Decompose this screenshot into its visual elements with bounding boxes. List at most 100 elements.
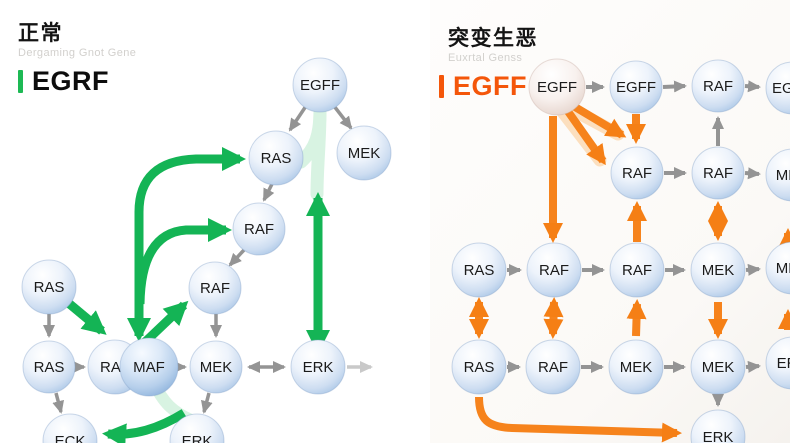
node-label: MAF [133,359,165,376]
node-label: ECK [55,433,86,443]
node-raf: RAF [525,339,581,395]
node-circle [609,242,665,298]
node-circle [765,61,790,115]
node-egff: EGFF [292,57,348,113]
node-circle [292,57,348,113]
node-mek: MEK [690,339,746,395]
node-label: RAF [622,262,652,279]
node-label: RAF [622,165,652,182]
node-label: RAF [538,359,568,376]
node-raf: RAF [526,242,582,298]
node-mek: MEK [765,241,790,295]
node-circle [690,409,746,443]
left-accent-bar [18,70,23,94]
orange-arrow [475,396,682,443]
left-gene-row: EGRF [18,68,136,95]
node-label: MEK [200,359,233,376]
gray-arrow [332,104,353,130]
node-mek: MEK [765,148,790,202]
node-label: ERK [777,355,790,372]
gray-arrow [52,392,65,414]
node-circle [765,241,790,295]
node-circle [691,146,745,200]
node-label: RAS [464,359,495,376]
right-panel-header: 突变生恶 Euxrtal Genss EGFF [439,27,538,102]
gray-arrow [744,80,761,93]
node-circle [451,339,507,395]
node-ras: RAS [451,339,507,395]
nodes-layer: EGFF RAS MEK RAF RAF RAS RAS RAF MAF MEK ERK ECK ERK… [21,57,790,443]
node-raf: RAF [691,146,745,200]
node-circle [451,242,507,298]
node-label: ERK [703,429,734,443]
node-egff: EGFF [765,61,790,115]
node-circle [169,413,225,443]
node-mek: MEK [608,339,664,395]
node-label: RAS [34,359,65,376]
gray-arrow [662,80,687,93]
node-label: ERK [303,359,334,376]
right-accent-bar [439,75,444,99]
node-circle [248,130,304,186]
node-circle [526,242,582,298]
right-gene-label: EGFF [453,71,527,102]
node-label: EGFF [616,79,656,96]
node-maf: MAF [119,337,179,397]
orange-arrow [543,297,564,339]
node-label: RAS [261,150,292,167]
node-label: MEK [702,262,735,279]
node-mek: MEK [690,242,746,298]
node-erk: ERK [765,336,790,390]
node-circle [42,413,98,443]
node-label: ERK [182,433,213,443]
gray-arrow [262,183,275,202]
node-raf: RAF [188,261,242,315]
node-raf: RAF [609,242,665,298]
node-label: MEK [348,145,381,162]
node-eck: ECK [42,413,98,443]
node-circle [528,58,586,116]
node-mek: MEK [189,340,243,394]
green-arrow [135,218,232,305]
gray-arrow [228,248,246,267]
node-circle [22,340,76,394]
node-label: MEK [702,359,735,376]
node-circle [610,146,664,200]
node-circle [189,340,243,394]
node-label: RAF [703,165,733,182]
green-arrow [63,297,107,335]
node-circle [765,148,790,202]
node-label: RAF [539,262,569,279]
gray-arrow [200,392,213,414]
node-label: MEK [620,359,653,376]
left-panel-header: 正常 Dergaming Gnot Gene EGRF [18,22,136,95]
node-circle [690,242,746,298]
mint-arrow [310,103,327,201]
orange-arrow [563,107,607,166]
node-ras: RAS [22,340,76,394]
node-label: RAF [244,221,274,238]
node-ras: RAS [451,242,507,298]
node-circle [525,339,581,395]
node-raf: RAF [691,59,745,113]
left-title: 正常 [18,22,63,45]
node-circle [290,339,346,395]
right-title: 突变生恶 [448,27,538,50]
left-subtitle: Dergaming Gnot Gene [18,47,137,60]
node-circle [336,125,392,181]
node-circle [691,59,745,113]
green-arrow [102,409,187,443]
node-circle [690,339,746,395]
green-arrow [127,147,246,342]
node-egff: EGFF [528,58,586,116]
gray-arrow [745,263,761,276]
green-arrow [139,300,189,348]
node-circle [119,337,179,397]
orange-arrow [567,100,627,139]
node-circle [21,259,77,315]
node-mek: MEK [336,125,392,181]
right-subtitle: Euxrtal Genss [448,52,523,65]
node-ras: RAS [21,259,77,315]
node-label: EGFF [772,80,790,97]
